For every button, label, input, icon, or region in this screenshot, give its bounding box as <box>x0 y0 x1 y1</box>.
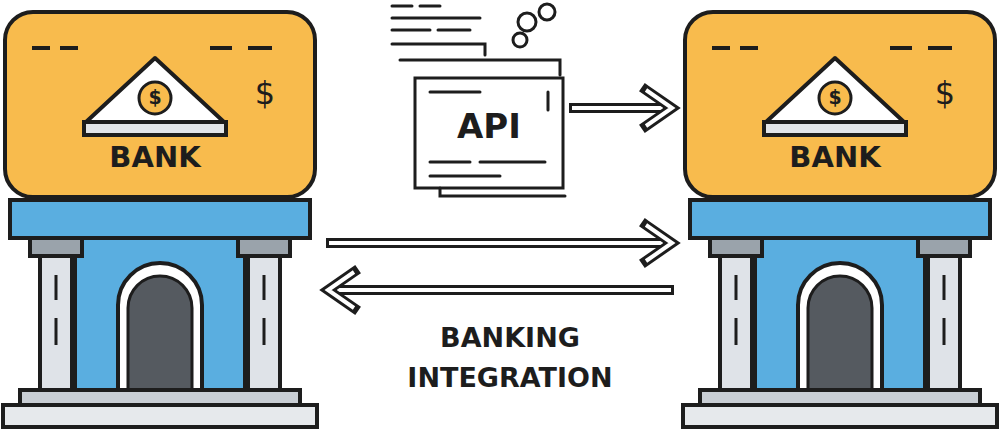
diagram-label: BANKING INTEGRATION <box>385 318 635 398</box>
currency-symbol: $ <box>920 76 970 111</box>
api-box: API <box>415 78 563 188</box>
node-title: API <box>419 108 559 145</box>
bank-building <box>683 12 997 427</box>
double-arrow <box>328 272 674 308</box>
currency-symbol: $ <box>240 76 290 111</box>
bank-building <box>3 12 317 427</box>
bank-node: BANK $ <box>0 0 320 432</box>
double-arrow <box>326 225 672 261</box>
api-document <box>392 4 565 196</box>
coin-symbol: $ <box>815 86 855 109</box>
coin-symbol: $ <box>135 86 175 109</box>
node-title: BANK <box>735 142 935 174</box>
double-arrow <box>569 90 672 126</box>
node-title: BANK <box>55 142 255 174</box>
bank-node: BANK $ <box>680 0 1000 432</box>
